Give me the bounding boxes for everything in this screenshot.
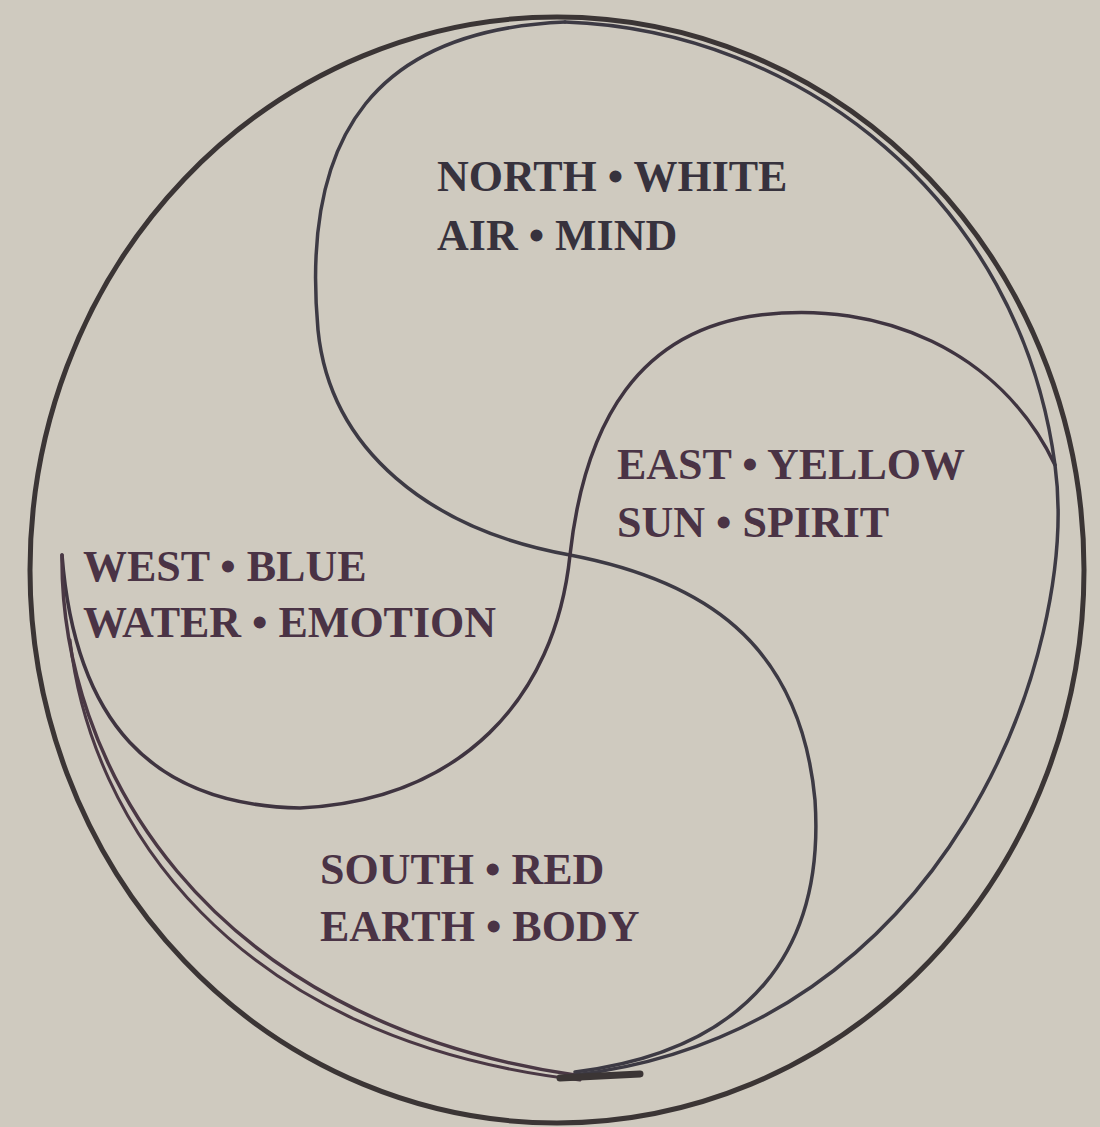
direction-label: SUN • SPIRIT: [617, 501, 889, 545]
direction-label: AIR • MIND: [437, 214, 677, 258]
join-mark: [560, 1074, 640, 1078]
direction-label: EARTH • BODY: [320, 905, 639, 949]
north-arm: [316, 22, 816, 1072]
east-arm: [62, 312, 1055, 808]
direction-label: SOUTH • RED: [320, 848, 604, 892]
direction-label: WEST • BLUE: [83, 545, 367, 589]
outer-circle: [30, 17, 1084, 1123]
west-arm: [62, 555, 575, 1075]
direction-label: EAST • YELLOW: [617, 443, 965, 487]
direction-label: WATER • EMOTION: [83, 601, 496, 645]
direction-label: NORTH • WHITE: [437, 155, 787, 199]
